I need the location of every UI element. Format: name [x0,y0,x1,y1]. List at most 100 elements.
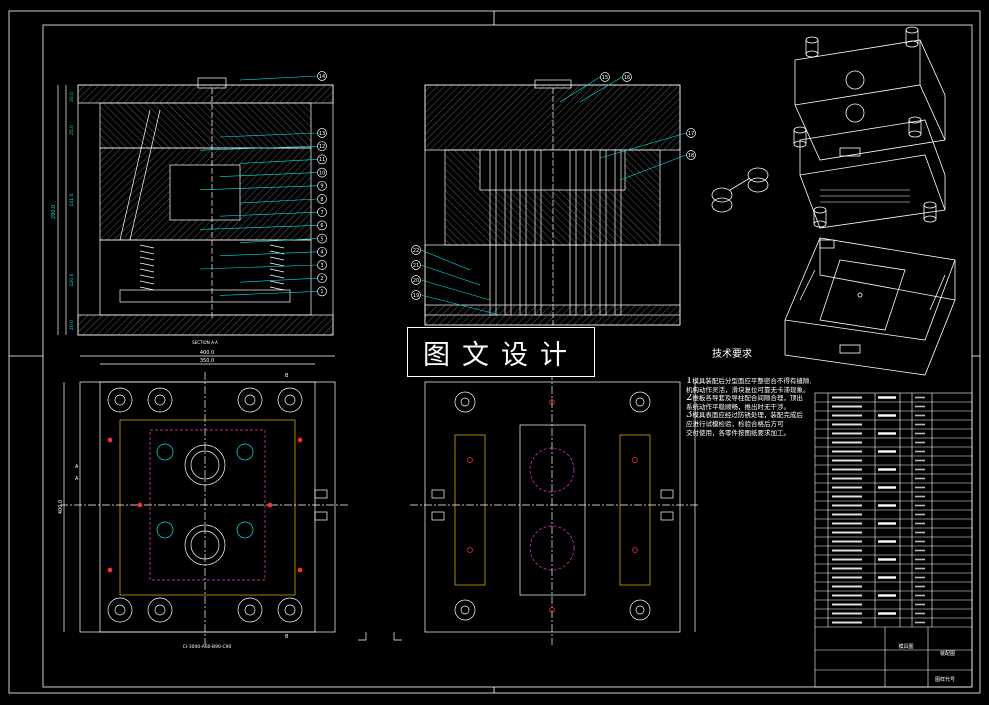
sheet-frame [8,10,981,694]
balloon-15 [600,72,610,82]
balloon-label: 3 [320,263,323,269]
title-block-entry [832,522,862,525]
tech-note-text: 应进行试模检验，检验合格后方可 [686,419,784,428]
title-block-entry [832,423,862,426]
title-block-entry [832,468,862,471]
balloon-11 [317,154,327,165]
tech-note-number: 1 [686,377,693,386]
title-block-entry [832,594,862,597]
title-block-entry [915,540,925,543]
title-block-material: 装配图 [940,650,955,657]
title-block-entry [878,522,896,525]
balloon-label: 11 [319,157,325,163]
tech-note-line: 机构动作灵活，滑块复位可靠无卡滞现象。 [686,386,811,395]
balloon-label: 19 [413,293,419,299]
title-block-entry [878,432,896,435]
balloon-21 [411,260,421,270]
section-marker-a: A [75,464,79,470]
tech-note-text: 交付使用，各零件按图纸要求加工。 [686,428,790,437]
tech-note-number: 2 [686,394,693,403]
title-block-entry [915,612,925,615]
balloon-label: 12 [319,144,325,150]
balloon-label: 20 [413,278,419,284]
title-block-entry [878,486,896,489]
tech-requirements-notes: 1模具装配后分型面应平整密合不得有缝隙，侧抽芯机构动作灵活，滑块复位可靠无卡滞现… [686,377,811,437]
isometric-view-assembled [793,26,946,229]
title-block-entry [915,468,925,471]
title-block-entry [915,576,925,579]
title-block-entry [878,414,896,417]
isometric-parts [711,167,769,213]
title-block-entry [832,405,862,408]
balloon-5 [317,233,327,244]
title-block-entry [832,441,862,444]
title-block-entry [878,576,896,579]
balloon-16 [622,72,632,82]
balloon-4 [317,246,327,257]
balloon-label: 5 [320,236,323,242]
title-block-entry [832,495,862,498]
plan-dim-left: 400.0 [58,500,64,514]
balloon-label: 4 [320,250,323,256]
isometric-view-core [784,237,956,376]
balloon-19 [411,290,421,300]
title-block-entry [915,495,925,498]
title-block-entry [915,423,925,426]
section-marker-b: B [285,634,289,640]
title-block-entry [915,558,925,561]
title-block-entries [832,396,925,624]
balloon-17 [686,128,696,138]
tech-note-line: 3模具表面应经过防锈处理，装配完成后 [686,411,811,420]
balloon-label: 10 [319,170,325,176]
title-block-entry [832,612,862,615]
title-block-entry [915,549,925,552]
balloon-7 [317,207,327,218]
title-block-entry [832,621,862,624]
title-block-number: 图样代号 [935,676,955,683]
balloon-8 [317,194,327,204]
title-block-entry [915,486,925,489]
title-block-entry [878,396,896,399]
balloon-label: 17 [688,131,694,137]
tech-note-line: 交付使用，各零件按图纸要求加工。 [686,429,811,438]
balloon-14 [317,71,327,81]
balloon-label: 9 [320,184,323,190]
section-dim: 120.0 [69,273,75,286]
section-marker-b2: B [285,373,289,379]
balloon-10 [317,167,327,178]
title-block-entry [915,504,925,507]
section-dim: 20.0 [69,92,75,102]
title-block-entry [832,450,862,453]
title-block-entry [915,450,925,453]
balloon-label: 13 [319,131,325,137]
title-block-entry [832,576,862,579]
tech-note-number: 3 [686,411,693,420]
title-block-entry [915,567,925,570]
balloon-label: 16 [624,75,630,81]
balloon-label: 14 [319,74,325,80]
section-title: SECTION A-A [192,340,218,345]
title-block-entry [915,522,925,525]
balloon-2 [317,273,327,284]
tech-note-line: 系统动作平稳顺畅，推出时无干涉。 [686,403,811,412]
title-block-entry [832,567,862,570]
title-block-entry [915,432,925,435]
title-block-entry [915,594,925,597]
title-block-entry [832,486,862,489]
balloon-label: 18 [688,153,694,159]
ejector-plate-view [358,372,700,645]
balloon-20 [411,275,421,285]
title-block-entry [915,603,925,606]
title-block-entry [878,450,896,453]
balloon-label: 8 [320,197,323,203]
title-block-entry [915,477,925,480]
section-dim: 141.0 [69,193,75,206]
section-dim: 20.0 [69,320,75,330]
section-marker-a2: A [75,476,79,482]
section-dim: 25.0 [69,125,75,135]
section-dim-total: 290.0 [51,205,57,219]
